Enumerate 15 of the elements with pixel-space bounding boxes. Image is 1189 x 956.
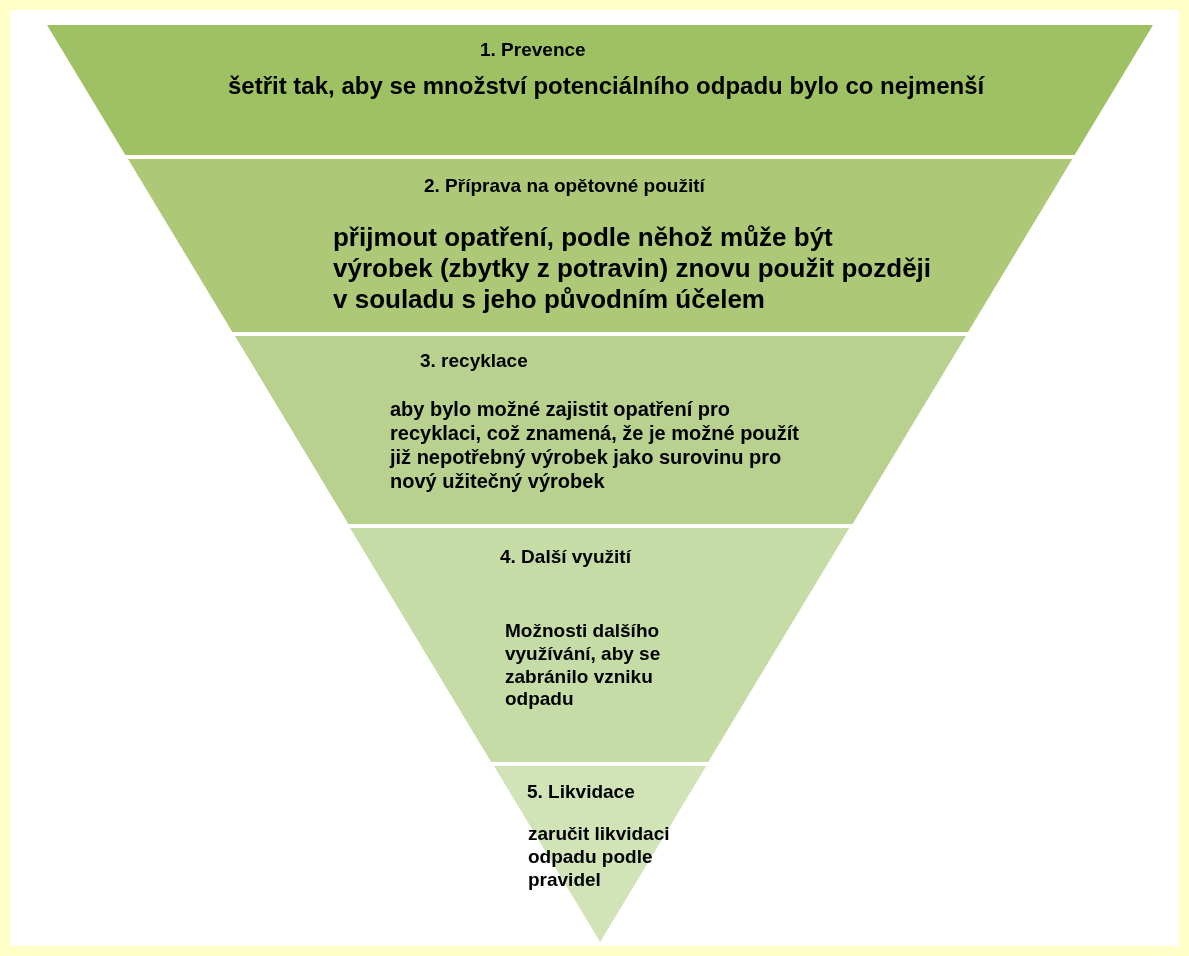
pyramid-band: [493, 766, 707, 942]
pyramid-band: [234, 336, 966, 524]
band-heading: 3. recyklace: [420, 349, 528, 373]
band-heading: 4. Další využití: [500, 545, 631, 569]
pyramid-band: [127, 159, 1073, 332]
band-description: zaručit likvidaci odpadu podle pravidel: [528, 823, 671, 892]
band-heading: 1. Prevence: [480, 38, 586, 62]
band-description: Možnosti dalšího využívání, aby se zabránilo vzniku odpadu: [505, 620, 662, 712]
pyramid-band: [47, 25, 1153, 155]
band-heading: 2. Příprava na opětovné použití: [424, 174, 705, 198]
band-description: aby bylo možné zajistit opatření pro recyklaci, což znamená, že je možné použít již nepotřebný výrobek jako surovinu pro nový užitečný výrobek: [390, 397, 800, 493]
band-description: přijmout opatření, podle něhož může být výrobek (zbytky z potravin) znovu použit později v souladu s jeho původním účelem: [333, 222, 933, 316]
pyramid-band: [350, 528, 850, 762]
band-heading: 5. Likvidace: [527, 780, 635, 804]
band-description: šetřit tak, aby se množství potenciálního odpadu bylo co nejmenší: [228, 72, 986, 101]
